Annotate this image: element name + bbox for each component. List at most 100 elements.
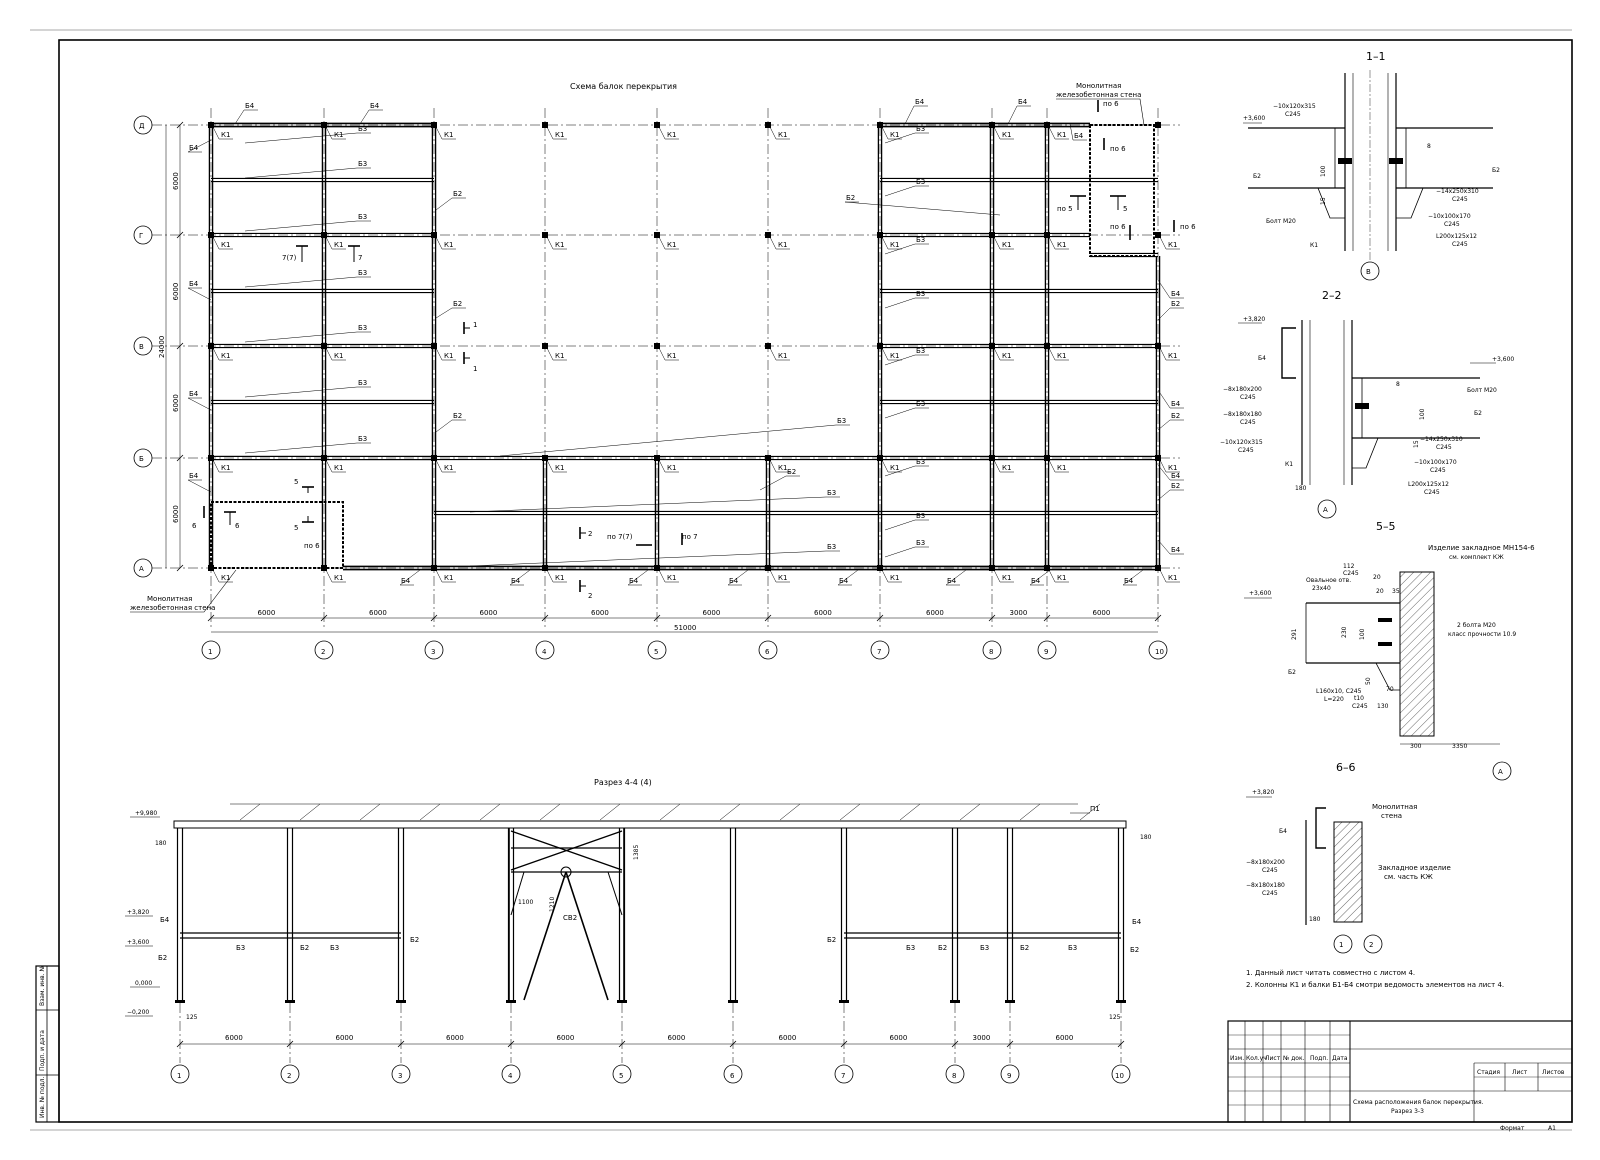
beam-label: Б4 (729, 577, 739, 585)
section-span-dim: 6000 (1056, 1034, 1074, 1042)
svg-text:С245: С245 (1238, 447, 1254, 454)
axis-label-y: А (139, 565, 144, 573)
axis-label-x: 4 (542, 648, 547, 656)
beam-label: Б3 (358, 269, 367, 277)
column-label: К1 (334, 131, 343, 139)
column-label: К1 (890, 131, 899, 139)
beam-label: Б3 (358, 324, 367, 332)
svg-text:−10х120х315: −10х120х315 (1220, 439, 1263, 446)
beam-label: Б2 (787, 468, 796, 476)
svg-text:Стадия: Стадия (1477, 1069, 1500, 1076)
beam-label: Б4 (1171, 546, 1181, 554)
column-k1 (877, 232, 883, 238)
svg-text:Б2: Б2 (1020, 944, 1029, 952)
column-label: К1 (1002, 574, 1011, 582)
beam-label: Б3 (916, 236, 925, 244)
section-axis-bubble (834, 1064, 854, 1084)
beam-label: Б4 (189, 280, 199, 288)
column-k1 (321, 122, 327, 128)
wall-note-bottom-2: железобетонная стена (130, 604, 215, 612)
svg-text:t10: t10 (1354, 695, 1364, 702)
section-axis-bubble (612, 1064, 632, 1084)
column-label: К1 (334, 464, 343, 472)
svg-text:Б2: Б2 (410, 936, 419, 944)
column-k1 (877, 455, 883, 461)
svg-text:100: 100 (1419, 408, 1426, 420)
section-axis-bubble (1000, 1064, 1020, 1084)
svg-text:Закладное изделие: Закладное изделие (1378, 864, 1451, 872)
section-span-dim: 6000 (890, 1034, 908, 1042)
svg-text:−8х180х180: −8х180х180 (1246, 882, 1285, 889)
section-span-dim: 6000 (668, 1034, 686, 1042)
svg-text:С245: С245 (1436, 444, 1452, 451)
side-stamp: Инв. № подл. Подп. и дата Взам. инв. № (35, 965, 60, 1123)
dim-1385: 1385 (633, 845, 640, 860)
svg-text:L200х125х12: L200х125х12 (1436, 233, 1477, 240)
svg-text:+3,600: +3,600 (1243, 115, 1265, 122)
section-axis-label: 5 (619, 1072, 623, 1080)
svg-text:100: 100 (1359, 628, 1366, 640)
level-3600: +3,600 (127, 939, 149, 946)
beam-label: Б3 (916, 125, 925, 133)
svg-text:1: 1 (1339, 941, 1343, 949)
wall-note-top-1: Монолитная (1076, 82, 1121, 90)
beam-label: Б3 (916, 400, 925, 408)
svg-text:Б4: Б4 (160, 916, 170, 924)
dim-125-a: 125 (186, 1014, 198, 1021)
beam-label: Б3 (358, 379, 367, 387)
svg-text:Б2: Б2 (827, 936, 836, 944)
section-axis-bubble (1111, 1064, 1131, 1084)
svg-text:А: А (1323, 506, 1328, 514)
beam-label: Б4 (1171, 290, 1181, 298)
plan-span-dim: 6000 (1093, 609, 1111, 617)
note-1: 1. Данный лист читать совместно с листом… (1246, 969, 1415, 977)
detail-6-6-title: 6–6 (1336, 761, 1356, 774)
column-label: К1 (1002, 464, 1011, 472)
section-axis-bubble (170, 1064, 190, 1084)
cut-6b: 6 (235, 522, 240, 530)
column-label: К1 (1168, 241, 1177, 249)
dim-1100: 1100 (518, 899, 533, 906)
level-3820: +3,820 (127, 909, 149, 916)
beam-label: Б4 (511, 577, 521, 585)
svg-text:8: 8 (1427, 143, 1431, 150)
beam-label: Б3 (916, 512, 925, 520)
section-span-dim: 6000 (779, 1034, 797, 1042)
svg-text:С245: С245 (1444, 221, 1460, 228)
svg-text:стена: стена (1381, 812, 1402, 820)
axis-bubble (133, 336, 153, 356)
svg-text:С245: С245 (1424, 489, 1440, 496)
detail-2-2-title: 2–2 (1322, 289, 1342, 302)
brace-sv2 (565, 871, 609, 1001)
column-label: К1 (890, 352, 899, 360)
svg-text:L=220: L=220 (1324, 696, 1344, 703)
beam-label: Б2 (453, 300, 462, 308)
column-k1 (765, 232, 771, 238)
column-label: К1 (1057, 574, 1066, 582)
axis-bubble (535, 640, 555, 660)
svg-text:Лист: Лист (1265, 1055, 1281, 1062)
plan-span-dim: 6000 (926, 609, 944, 617)
column-label: К1 (778, 464, 787, 472)
svg-text:К1: К1 (1310, 242, 1318, 249)
svg-text:−10х120х315: −10х120х315 (1273, 103, 1316, 110)
beam-label: Б4 (1074, 132, 1084, 140)
svg-text:−14х250х310: −14х250х310 (1436, 188, 1479, 195)
svg-text:Монолитная: Монолитная (1372, 803, 1417, 811)
column-k1 (321, 232, 327, 238)
cut-marks: 1 1 5 5 6 6 7(7) 7 2 2 по 6 по 6 по 6 (192, 100, 1196, 600)
svg-text:300: 300 (1410, 743, 1422, 750)
beam-label: Б2 (1171, 412, 1180, 420)
svg-text:Б3: Б3 (236, 944, 245, 952)
cut-7a: 7(7) (282, 254, 297, 262)
section-axis-label: 4 (508, 1072, 513, 1080)
column-k1 (208, 343, 214, 349)
cut-po5: по 5 (1057, 205, 1073, 213)
column-label: К1 (444, 131, 453, 139)
svg-text:−10х100х170: −10х100х170 (1414, 459, 1457, 466)
column-label: К1 (667, 464, 676, 472)
svg-text:−10х100х170: −10х100х170 (1428, 213, 1471, 220)
svg-text:8: 8 (1396, 381, 1400, 388)
svg-text:Болт М20: Болт М20 (1266, 218, 1296, 225)
